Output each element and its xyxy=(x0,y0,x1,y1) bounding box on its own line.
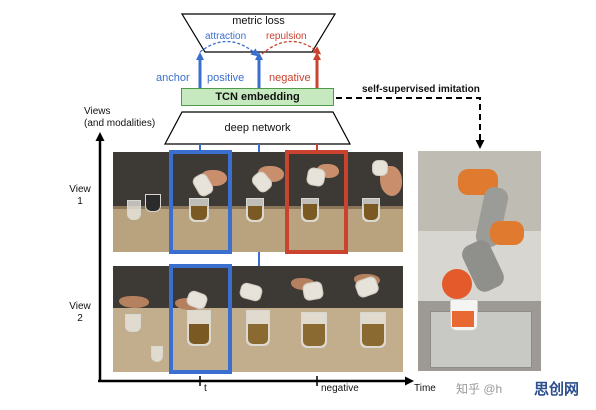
view1-label-line2: 1 xyxy=(62,196,98,207)
negative-selection-frame xyxy=(285,150,348,254)
metric-loss-label: metric loss xyxy=(182,15,335,27)
deep-network-label: deep network xyxy=(182,122,333,134)
tick-negative-label: negative xyxy=(321,383,359,394)
view2-label-line1: View xyxy=(62,301,98,312)
time-axis-label: Time xyxy=(414,383,436,394)
tcn-embedding-box: TCN embedding xyxy=(181,88,334,106)
view2-frame-5 xyxy=(346,266,403,372)
imitation-arrow xyxy=(336,98,480,145)
positive-label: positive xyxy=(207,72,244,84)
positive-selection-frame xyxy=(169,264,232,374)
watermark-text: 知乎 @h xyxy=(456,380,502,397)
view1-label-line1: View xyxy=(62,184,98,195)
view1-frame-positive xyxy=(230,152,287,252)
view2-frame-negative xyxy=(287,266,346,372)
view2-frame-positive xyxy=(230,266,287,372)
attraction-label: attraction xyxy=(205,31,246,42)
negative-label: negative xyxy=(269,72,311,84)
views-axis-label-line1: Views xyxy=(84,106,111,117)
repulsion-label: repulsion xyxy=(266,31,307,42)
view1-frame-1 xyxy=(113,152,171,252)
view2-frame-1 xyxy=(113,266,171,372)
view1-frame-5 xyxy=(346,152,403,252)
robot-imitation-photo xyxy=(418,151,541,371)
anchor-selection-frame xyxy=(169,150,232,254)
self-supervised-imitation-label: self-supervised imitation xyxy=(362,84,480,95)
tick-t-label: t xyxy=(204,383,207,394)
anchor-label: anchor xyxy=(156,72,190,84)
view2-label-line2: 2 xyxy=(62,313,98,324)
views-axis-label-line2: (and modalities) xyxy=(84,118,155,129)
watermark-logo: 思创网 xyxy=(534,378,579,399)
